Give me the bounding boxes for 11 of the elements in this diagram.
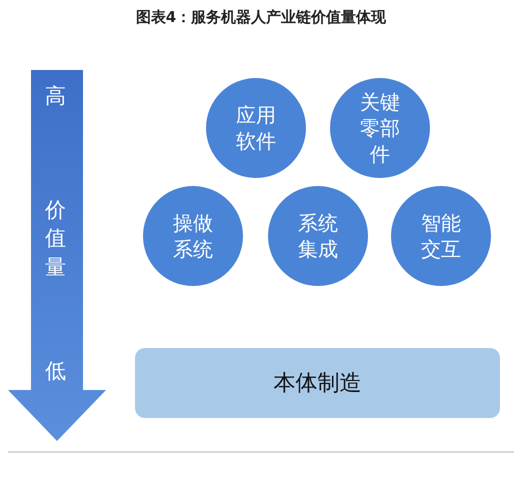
axis-label: 高 xyxy=(45,83,66,110)
node-label: 关键零部件 xyxy=(359,89,401,167)
node-label: 系统集成 xyxy=(297,210,339,262)
node-label: 智能交互 xyxy=(420,210,462,262)
axis-label: 低 xyxy=(45,358,66,385)
title: 图表4：服务机器人产业链价值量体现 xyxy=(134,8,388,27)
layer-bar xyxy=(135,348,500,418)
node-label: 应用软件 xyxy=(235,102,277,154)
node-label: 操做系统 xyxy=(172,210,214,262)
axis-label: 价值量 xyxy=(45,197,66,281)
node-label: 本体制造 xyxy=(274,370,362,398)
